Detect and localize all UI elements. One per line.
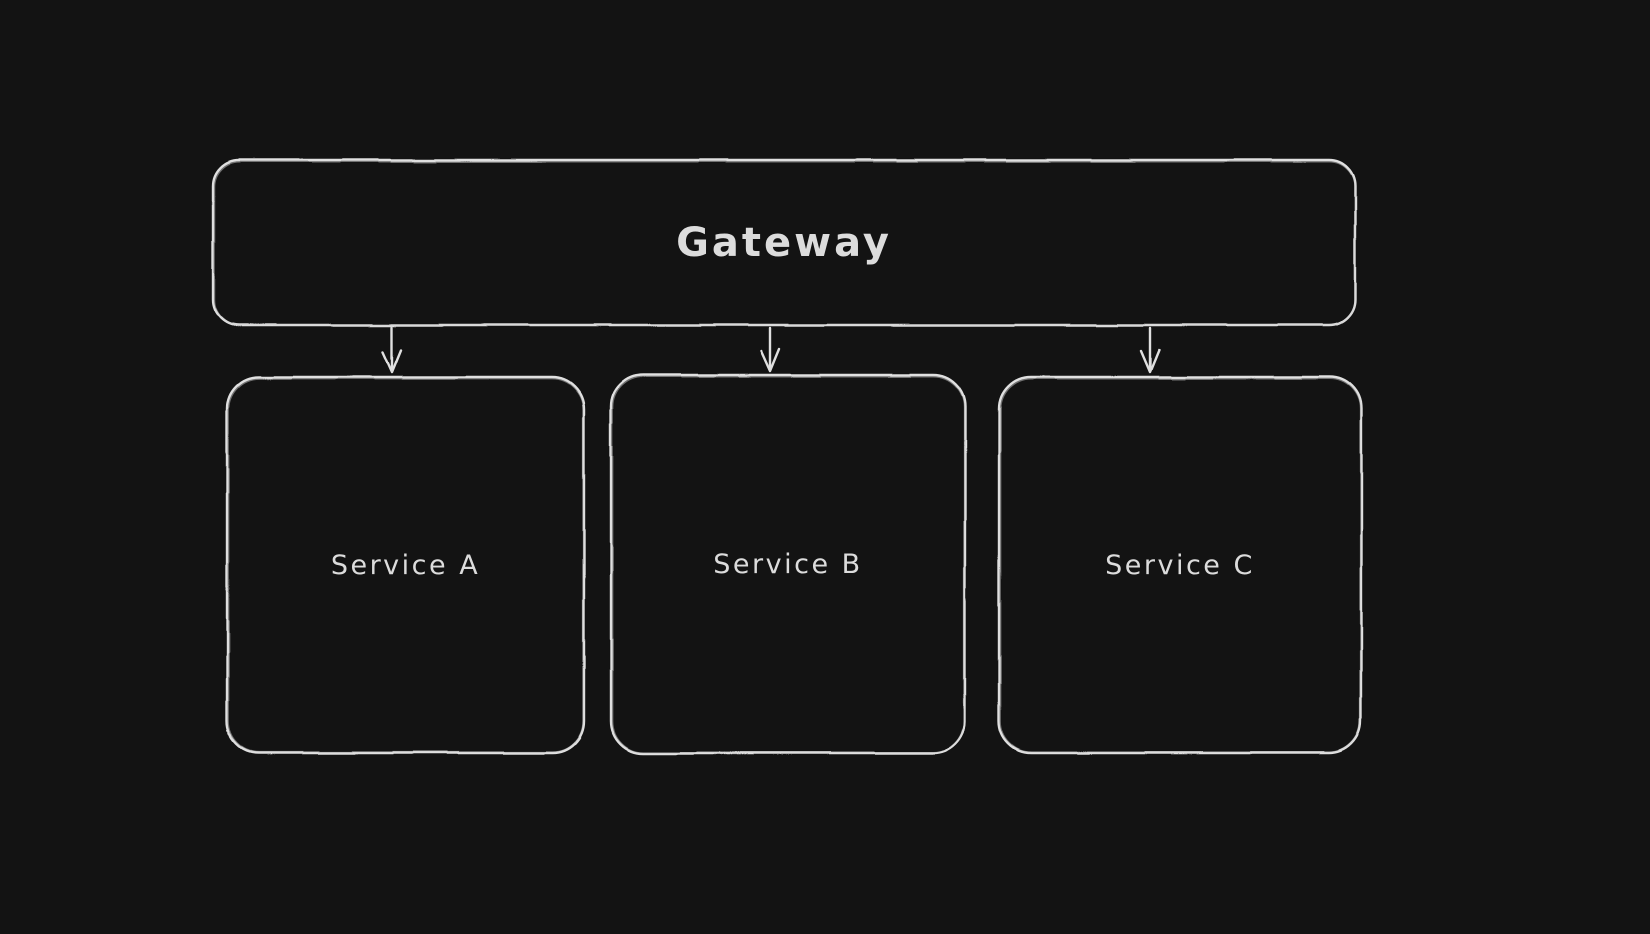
- edge-gateway-to-service-a[interactable]: [381, 325, 403, 374]
- service-a-node-shape[interactable]: [225, 375, 586, 755]
- edge-gateway-to-service-b[interactable]: [759, 326, 781, 373]
- service-b-node-shape[interactable]: [609, 373, 967, 755]
- service-c-node-shape[interactable]: [997, 375, 1363, 755]
- gateway-node-shape[interactable]: [211, 158, 1357, 327]
- edge-gateway-to-service-c[interactable]: [1139, 326, 1161, 374]
